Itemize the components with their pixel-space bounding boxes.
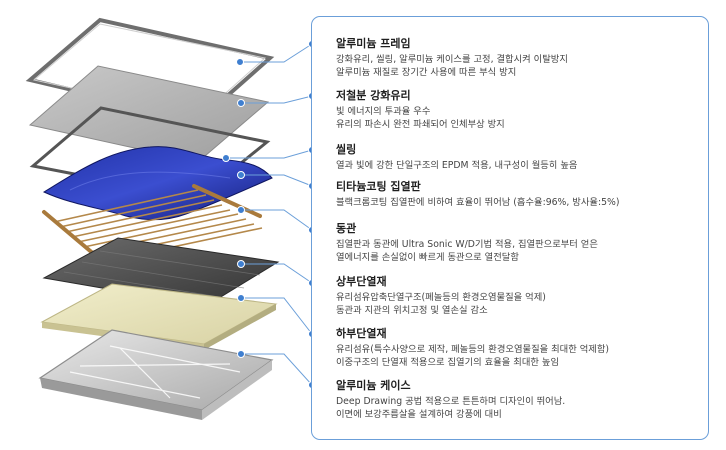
layer-item-lower-insulation: 하부단열재 유리섬유(특수사양으로 제작, 폐놀등의 환경오염물질을 최대한 억… xyxy=(336,327,706,369)
layer-item-case: 알루미늄 케이스 Deep Drawing 공법 적용으로 튼튼하며 디자인이 … xyxy=(336,379,706,421)
layer-title: 저철분 강화유리 xyxy=(336,89,411,102)
layer-title: 티타늄코팅 집열판 xyxy=(336,180,421,193)
connector-glass xyxy=(237,95,313,107)
layer-desc-line: 이면에 보강주름살을 설계하여 강풍에 대비 xyxy=(336,408,502,420)
layer-desc-line: 강화유리, 씰링, 알루미늄 케이스를 고정, 결합시켜 이탈방지 xyxy=(336,54,568,65)
aluminum-case-layer xyxy=(38,329,274,420)
connector-case xyxy=(237,350,313,386)
layer-desc-line: 유리섬유압축단열구조(폐놀등의 환경오염물질을 억제) xyxy=(336,292,546,303)
layer-title: 하부단열재 xyxy=(336,327,387,340)
layer-item-frame: 알루미늄 프레임 강화유리, 씰링, 알루미늄 케이스를 고정, 결합시켜 이탈… xyxy=(336,37,706,79)
connector-upper-insulation xyxy=(237,260,313,284)
layer-title: 씰링 xyxy=(336,143,357,156)
connector-sealing xyxy=(222,149,313,162)
layer-desc-line: Deep Drawing 공법 적용으로 튼튼하며 디자인이 뛰어남. xyxy=(336,396,566,407)
layer-title: 알루미늄 케이스 xyxy=(336,379,411,392)
connector-frame xyxy=(236,43,313,66)
layer-item-copper: 동관 집열판과 동관에 Ultra Sonic W/D기법 적용, 집열판으로부… xyxy=(336,222,706,264)
layer-desc-line: 집열판과 동관에 Ultra Sonic W/D기법 적용, 집열판으로부터 얻… xyxy=(336,239,598,250)
layer-desc-line: 알루미늄 재질로 장기간 사용에 따른 부식 방지 xyxy=(336,66,517,78)
layer-desc-line: 열에너지를 손실없이 빠르게 동관으로 열전달함 xyxy=(336,251,519,263)
connector-copper xyxy=(237,206,313,231)
upper-insulation-layer xyxy=(42,237,280,307)
layer-title: 동관 xyxy=(336,222,357,235)
layer-title: 상부단열재 xyxy=(336,275,387,288)
layer-item-upper-insulation: 상부단열재 유리섬유압축단열구조(폐놀등의 환경오염물질을 억제) 동관과 지관… xyxy=(336,275,706,317)
layer-desc-line: 빛 에너지의 투과율 우수 xyxy=(336,106,431,117)
layer-desc-line: 유리의 파손시 완전 파쇄되어 인체부상 방지 xyxy=(336,118,505,130)
layer-desc-line: 블랙크롬코팅 집열판에 비하여 효율이 뛰어남 (흡수율:96%, 방사율:5%… xyxy=(336,197,620,208)
connector-absorber xyxy=(237,171,313,187)
connector-lower-insulation xyxy=(237,294,313,335)
layer-desc-line: 이중구조의 단열재 적용으로 집열기의 효율을 최대한 높임 xyxy=(336,356,560,368)
layer-desc-line: 동관과 지관의 위치고정 및 열손실 감소 xyxy=(336,304,488,316)
description-panel xyxy=(311,16,709,440)
layer-title: 알루미늄 프레임 xyxy=(336,37,411,50)
layer-desc-line: 유리섬유(특수사양으로 제작, 폐놀등의 환경오염물질을 최대한 억제함) xyxy=(336,344,610,355)
layer-item-glass: 저철분 강화유리 빛 에너지의 투과율 우수 유리의 파손시 완전 파쇄되어 인… xyxy=(336,89,706,131)
titanium-absorber-layer xyxy=(42,146,273,221)
layer-desc-line: 열과 빛에 강한 단일구조의 EPDM 적용, 내구성이 월등히 높음 xyxy=(336,160,578,171)
layer-item-absorber: 티타늄코팅 집열판 블랙크롬코팅 집열판에 비하여 효율이 뛰어남 (흡수율:9… xyxy=(336,180,706,210)
layer-item-sealing: 씰링 열과 빛에 강한 단일구조의 EPDM 적용, 내구성이 월등히 높음 xyxy=(336,143,706,173)
